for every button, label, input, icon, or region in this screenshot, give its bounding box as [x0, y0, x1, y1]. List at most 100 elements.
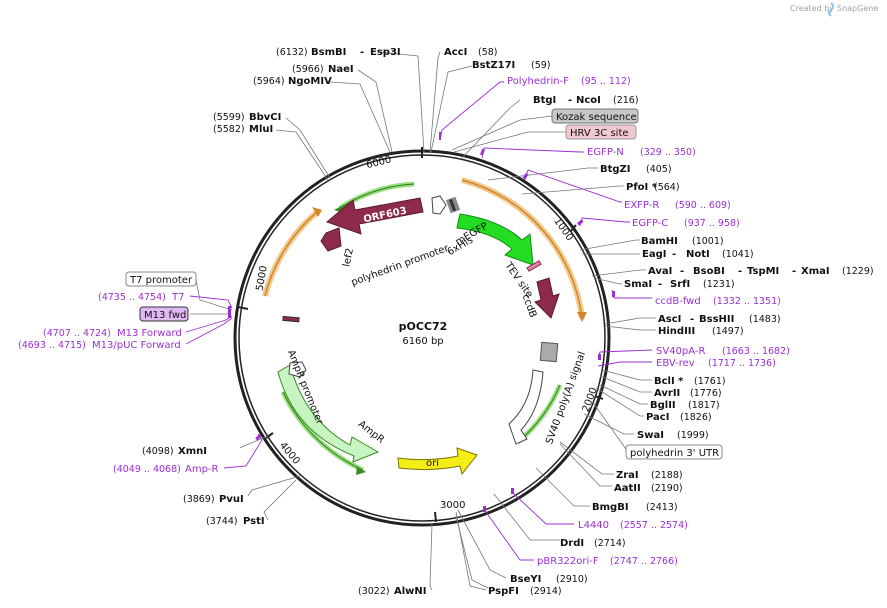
primer-name: Polyhedrin-F	[507, 76, 569, 87]
enzyme-pos: (2914)	[530, 586, 562, 597]
ccdb-feature	[534, 277, 560, 319]
enzyme-name: HindIII	[658, 326, 695, 337]
enzyme-sep: -	[690, 314, 694, 325]
m13-fwd-box: M13 fwd	[139, 306, 189, 322]
enzyme-name: AvaI	[648, 266, 672, 277]
enzyme-pos: (5964)	[253, 76, 285, 87]
enzyme-pos: (1041)	[722, 249, 754, 260]
enzyme-labels: (6132) BsmBI - Esp3I AccI (58) BstZ17I (…	[142, 47, 874, 597]
enzyme-name: SwaI	[637, 430, 664, 441]
enzyme-pos: (1761)	[694, 376, 726, 387]
snapgene-logo-icon	[828, 2, 834, 17]
enzyme-name: EagI	[642, 249, 666, 260]
primer-range: (937 .. 958)	[684, 218, 740, 229]
hrv-3c-box: HRV 3C site	[565, 124, 637, 140]
enzyme-name: NotI	[686, 249, 710, 260]
primer-range: (4693 .. 4715)	[18, 340, 86, 351]
plasmid-length: 6160 bp	[402, 336, 443, 347]
enzyme-pos: (1497)	[712, 326, 744, 337]
enzyme-name: Esp3I	[370, 47, 401, 58]
primer-name: EGFP-N	[587, 147, 624, 158]
enzyme-sep: -	[672, 249, 676, 260]
enzyme-pos: (5599)	[213, 112, 245, 123]
enzyme-pos: (2188)	[651, 470, 683, 481]
primer-name: EGFP-C	[632, 218, 668, 229]
enzyme-name: BclI *	[654, 376, 684, 387]
enzyme-name: BbvCI	[249, 112, 281, 123]
enzyme-name: BstZ17I	[472, 60, 515, 71]
snapgene-brand: SnapGene	[837, 4, 878, 13]
enzyme-pos: (5966)	[292, 64, 324, 75]
primer-name: ccdB-fwd	[655, 296, 701, 307]
sv40-polya-feature	[508, 369, 544, 445]
lef2-feature	[320, 227, 342, 252]
primer-range: (4049 .. 4068)	[113, 464, 181, 475]
ori-feature	[397, 447, 478, 476]
enzyme-name: ZraI	[616, 470, 639, 481]
primer-range: (1332 .. 1351)	[713, 296, 781, 307]
enzyme-sep: -	[360, 47, 364, 58]
enzyme-name: BtgZI	[600, 164, 631, 175]
enzyme-name: BtgI	[533, 95, 556, 106]
primer-name: L4440	[578, 520, 609, 531]
ampr-feature	[277, 364, 380, 463]
enzyme-pos: (1001)	[692, 236, 724, 247]
enzyme-pos: (6132)	[276, 47, 308, 58]
kozak-box: Kozak sequence	[551, 108, 639, 124]
enzyme-name: PacI	[646, 412, 669, 423]
enzyme-pos: (1483)	[749, 314, 781, 325]
enzyme-pos: (1817)	[688, 400, 720, 411]
polyhedrin-promoter-arrow	[431, 195, 447, 215]
enzyme-name: AccI	[444, 47, 467, 58]
enzyme-pos: (58)	[478, 47, 498, 58]
enzyme-name: BsoBI	[693, 266, 725, 277]
enzyme-pos: (1229)	[842, 266, 874, 277]
plasmid-name: pOCC72	[399, 320, 448, 333]
enzyme-pos: (405)	[646, 164, 672, 175]
primer-name: pBR322ori-F	[537, 556, 599, 567]
enzyme-sep: -	[658, 279, 662, 290]
enzyme-name: NcoI	[576, 95, 601, 106]
svg-text:M13 fwd: M13 fwd	[144, 310, 186, 321]
primer-range: (329 .. 350)	[640, 147, 696, 158]
enzyme-name: AatII	[614, 483, 641, 494]
enzyme-pos: (5582)	[213, 124, 245, 135]
enzyme-pos: (1999)	[677, 430, 709, 441]
svg-text:Kozak sequence: Kozak sequence	[556, 112, 637, 123]
tick-marks	[237, 147, 604, 523]
enzyme-sep: -	[792, 266, 796, 277]
primer-name: Amp-R	[185, 464, 219, 475]
orf603-feature	[326, 197, 424, 235]
primer-range: (4707 .. 4724)	[43, 328, 111, 339]
t7-promoter-box: T7 promoter	[125, 271, 197, 287]
enzyme-name: SrfI	[670, 279, 690, 290]
enzyme-name: PstI	[243, 516, 265, 527]
svg-text:HRV 3C site: HRV 3C site	[570, 128, 629, 139]
enzyme-name: TspMI	[747, 266, 779, 277]
primer-range: (2747 .. 2766)	[610, 556, 678, 567]
primer-range: (95 .. 112)	[581, 76, 631, 87]
enzyme-name: XmaI	[801, 266, 830, 277]
enzyme-name: AvrII	[654, 388, 680, 399]
enzyme-pos: (1776)	[690, 388, 722, 399]
enzyme-pos: (1231)	[703, 279, 735, 290]
enzyme-pos: (3869)	[183, 494, 215, 505]
primer-range: (1717 .. 1736)	[708, 358, 776, 369]
enzyme-pos: (59)	[531, 60, 551, 71]
primer-range: (4735 .. 4754)	[98, 292, 166, 303]
created-by-text: Created by	[790, 4, 834, 13]
polyhedrin-utr-box: polyhedrin 3' UTR	[625, 444, 723, 460]
enzyme-pos: (2714)	[594, 538, 626, 549]
enzyme-pos: (564)	[654, 182, 680, 193]
primer-name: EBV-rev	[656, 358, 695, 369]
enzyme-name: PfoI *	[626, 182, 658, 193]
primer-range: (590 .. 609)	[675, 200, 731, 211]
enzyme-name: BssHII	[699, 314, 734, 325]
sv40-polya-label: SV40 poly(A) signal	[544, 350, 588, 446]
enzyme-sep: -	[680, 266, 684, 277]
svg-text:polyhedrin 3' UTR: polyhedrin 3' UTR	[630, 448, 719, 459]
enzyme-name: BmgBI	[592, 502, 629, 513]
ori-label: ori	[426, 458, 439, 469]
enzyme-name: DrdI	[560, 538, 584, 549]
enzyme-name: BglII	[650, 400, 676, 411]
